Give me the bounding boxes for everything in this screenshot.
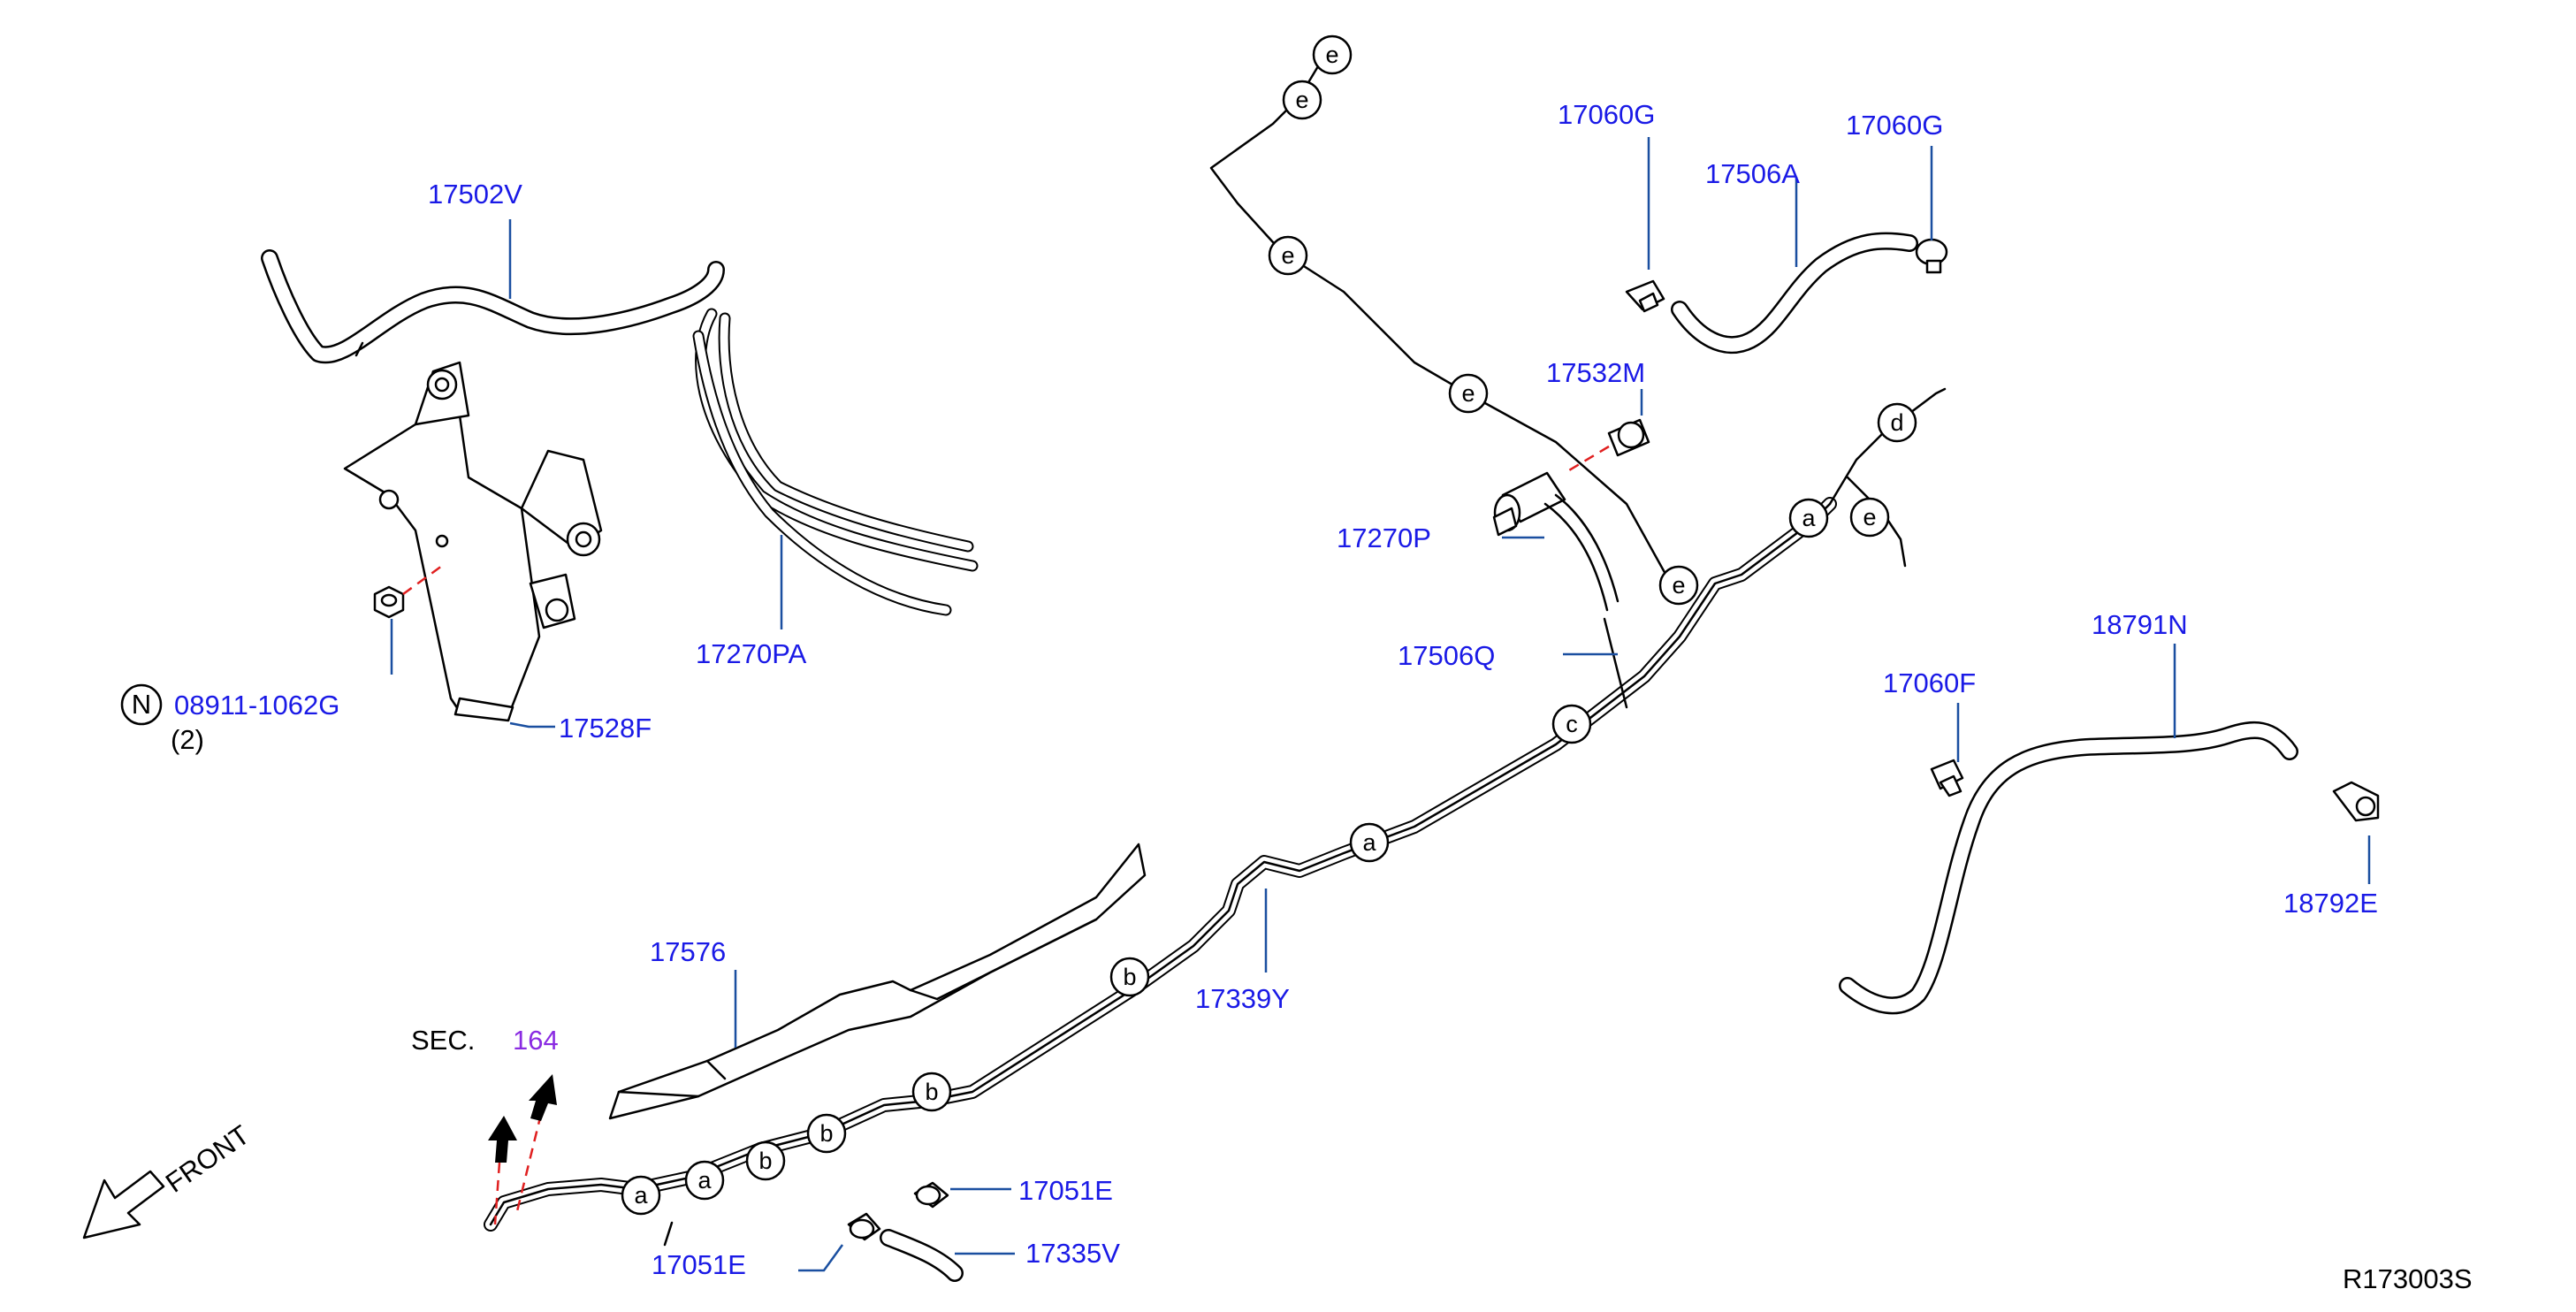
main-tube-bundle: [484, 387, 1947, 1232]
label-17270p: 17270P: [1337, 523, 1431, 553]
front-direction-arrow: [82, 1170, 165, 1240]
hose-17506a: [1671, 232, 1918, 354]
svg-text:a: a: [1802, 505, 1816, 531]
svg-text:e: e: [1672, 572, 1685, 599]
section-prefix: SEC.: [411, 1025, 475, 1056]
part-labels: 17502V 17270PA N 08911-1062G (2) 17528F …: [120, 99, 2473, 1294]
label-17506q: 17506Q: [1398, 640, 1495, 671]
label-08911-qty: (2): [171, 724, 204, 755]
arrow-up-icon: [488, 1116, 517, 1163]
label-18792e: 18792E: [2283, 888, 2378, 919]
protector-17576: [608, 843, 1147, 1120]
marker-e6: e: [1849, 497, 1890, 538]
nut-08911-1062g: [373, 564, 443, 619]
valve-17270p: [1492, 471, 1620, 612]
svg-text:e: e: [1295, 87, 1308, 113]
svg-text:a: a: [697, 1167, 712, 1194]
label-17339y: 17339Y: [1195, 983, 1290, 1014]
marker-e5: e: [1658, 565, 1699, 606]
marker-a2: a: [1349, 822, 1390, 863]
marker-d1: d: [1877, 402, 1917, 443]
svg-text:e: e: [1281, 242, 1294, 269]
label-17060g-right: 17060G: [1846, 110, 1943, 141]
front-label: FRONT: [160, 1119, 255, 1199]
hose-17335v: [880, 1229, 964, 1282]
svg-text:b: b: [925, 1079, 938, 1105]
svg-text:b: b: [758, 1148, 772, 1174]
label-18791n: 18791N: [2092, 609, 2188, 640]
arrow-down-left-icon: [82, 1170, 165, 1240]
vapor-line-e: [1209, 51, 1673, 585]
marker-b3: b: [806, 1113, 847, 1154]
svg-text:a: a: [634, 1182, 648, 1209]
n-prefix: N: [132, 689, 151, 720]
hose-17506q: [1603, 617, 1628, 709]
marker-b4: b: [745, 1140, 786, 1181]
label-17051e-upper: 17051E: [1018, 1175, 1113, 1206]
connector-17532m: [1564, 418, 1650, 475]
bracket-17528f: [343, 361, 603, 722]
marker-a4: a: [621, 1175, 661, 1216]
clip-18792e: [2332, 781, 2380, 822]
hose-18791n: [1839, 721, 2298, 1015]
svg-text:b: b: [1123, 964, 1136, 990]
label-17270pa: 17270PA: [696, 638, 807, 669]
svg-text:a: a: [1362, 829, 1376, 856]
marker-c1: c: [1551, 704, 1592, 744]
leader-lines: [390, 137, 2371, 1272]
svg-text:b: b: [819, 1120, 833, 1147]
tube-17270pa: [692, 308, 979, 616]
marker-a1: a: [1788, 498, 1829, 538]
clamp-17060f: [1930, 759, 1964, 797]
svg-text:e: e: [1461, 380, 1475, 407]
marker-e2: e: [1282, 80, 1322, 120]
label-17335v: 17335V: [1025, 1238, 1120, 1269]
svg-text:c: c: [1566, 711, 1578, 737]
label-17576: 17576: [650, 936, 726, 967]
marker-e1: e: [1312, 34, 1353, 75]
svg-text:e: e: [1863, 504, 1876, 530]
svg-text:e: e: [1325, 42, 1338, 68]
label-08911-1062g: 08911-1062G: [174, 690, 339, 721]
hose-17502v: [261, 249, 725, 364]
clamp-17060g-right: [1915, 238, 1948, 274]
clamp-17051e-lower: [847, 1212, 881, 1241]
marker-e3: e: [1268, 235, 1308, 276]
label-17528f: 17528F: [559, 713, 652, 744]
marker-a3: a: [684, 1160, 725, 1201]
clamp-17060g-left: [1625, 279, 1665, 313]
arrow-up-icon: [529, 1074, 557, 1121]
label-17060f: 17060F: [1883, 667, 1976, 698]
label-17502v: 17502V: [428, 179, 522, 210]
label-17051e-lower: 17051E: [652, 1249, 746, 1280]
marker-b2: b: [911, 1072, 952, 1112]
section-arrows: [488, 1074, 557, 1225]
label-17532m: 17532M: [1546, 357, 1645, 388]
label-17506a: 17506A: [1705, 158, 1800, 189]
marker-b1: b: [1109, 957, 1150, 997]
marker-e4: e: [1448, 373, 1489, 414]
label-17060g-left: 17060G: [1558, 99, 1655, 130]
diagram-code: R173003S: [2343, 1263, 2473, 1294]
section-number: 164: [513, 1025, 559, 1056]
clamp-17051e-upper: [913, 1181, 949, 1209]
svg-text:d: d: [1890, 409, 1903, 436]
